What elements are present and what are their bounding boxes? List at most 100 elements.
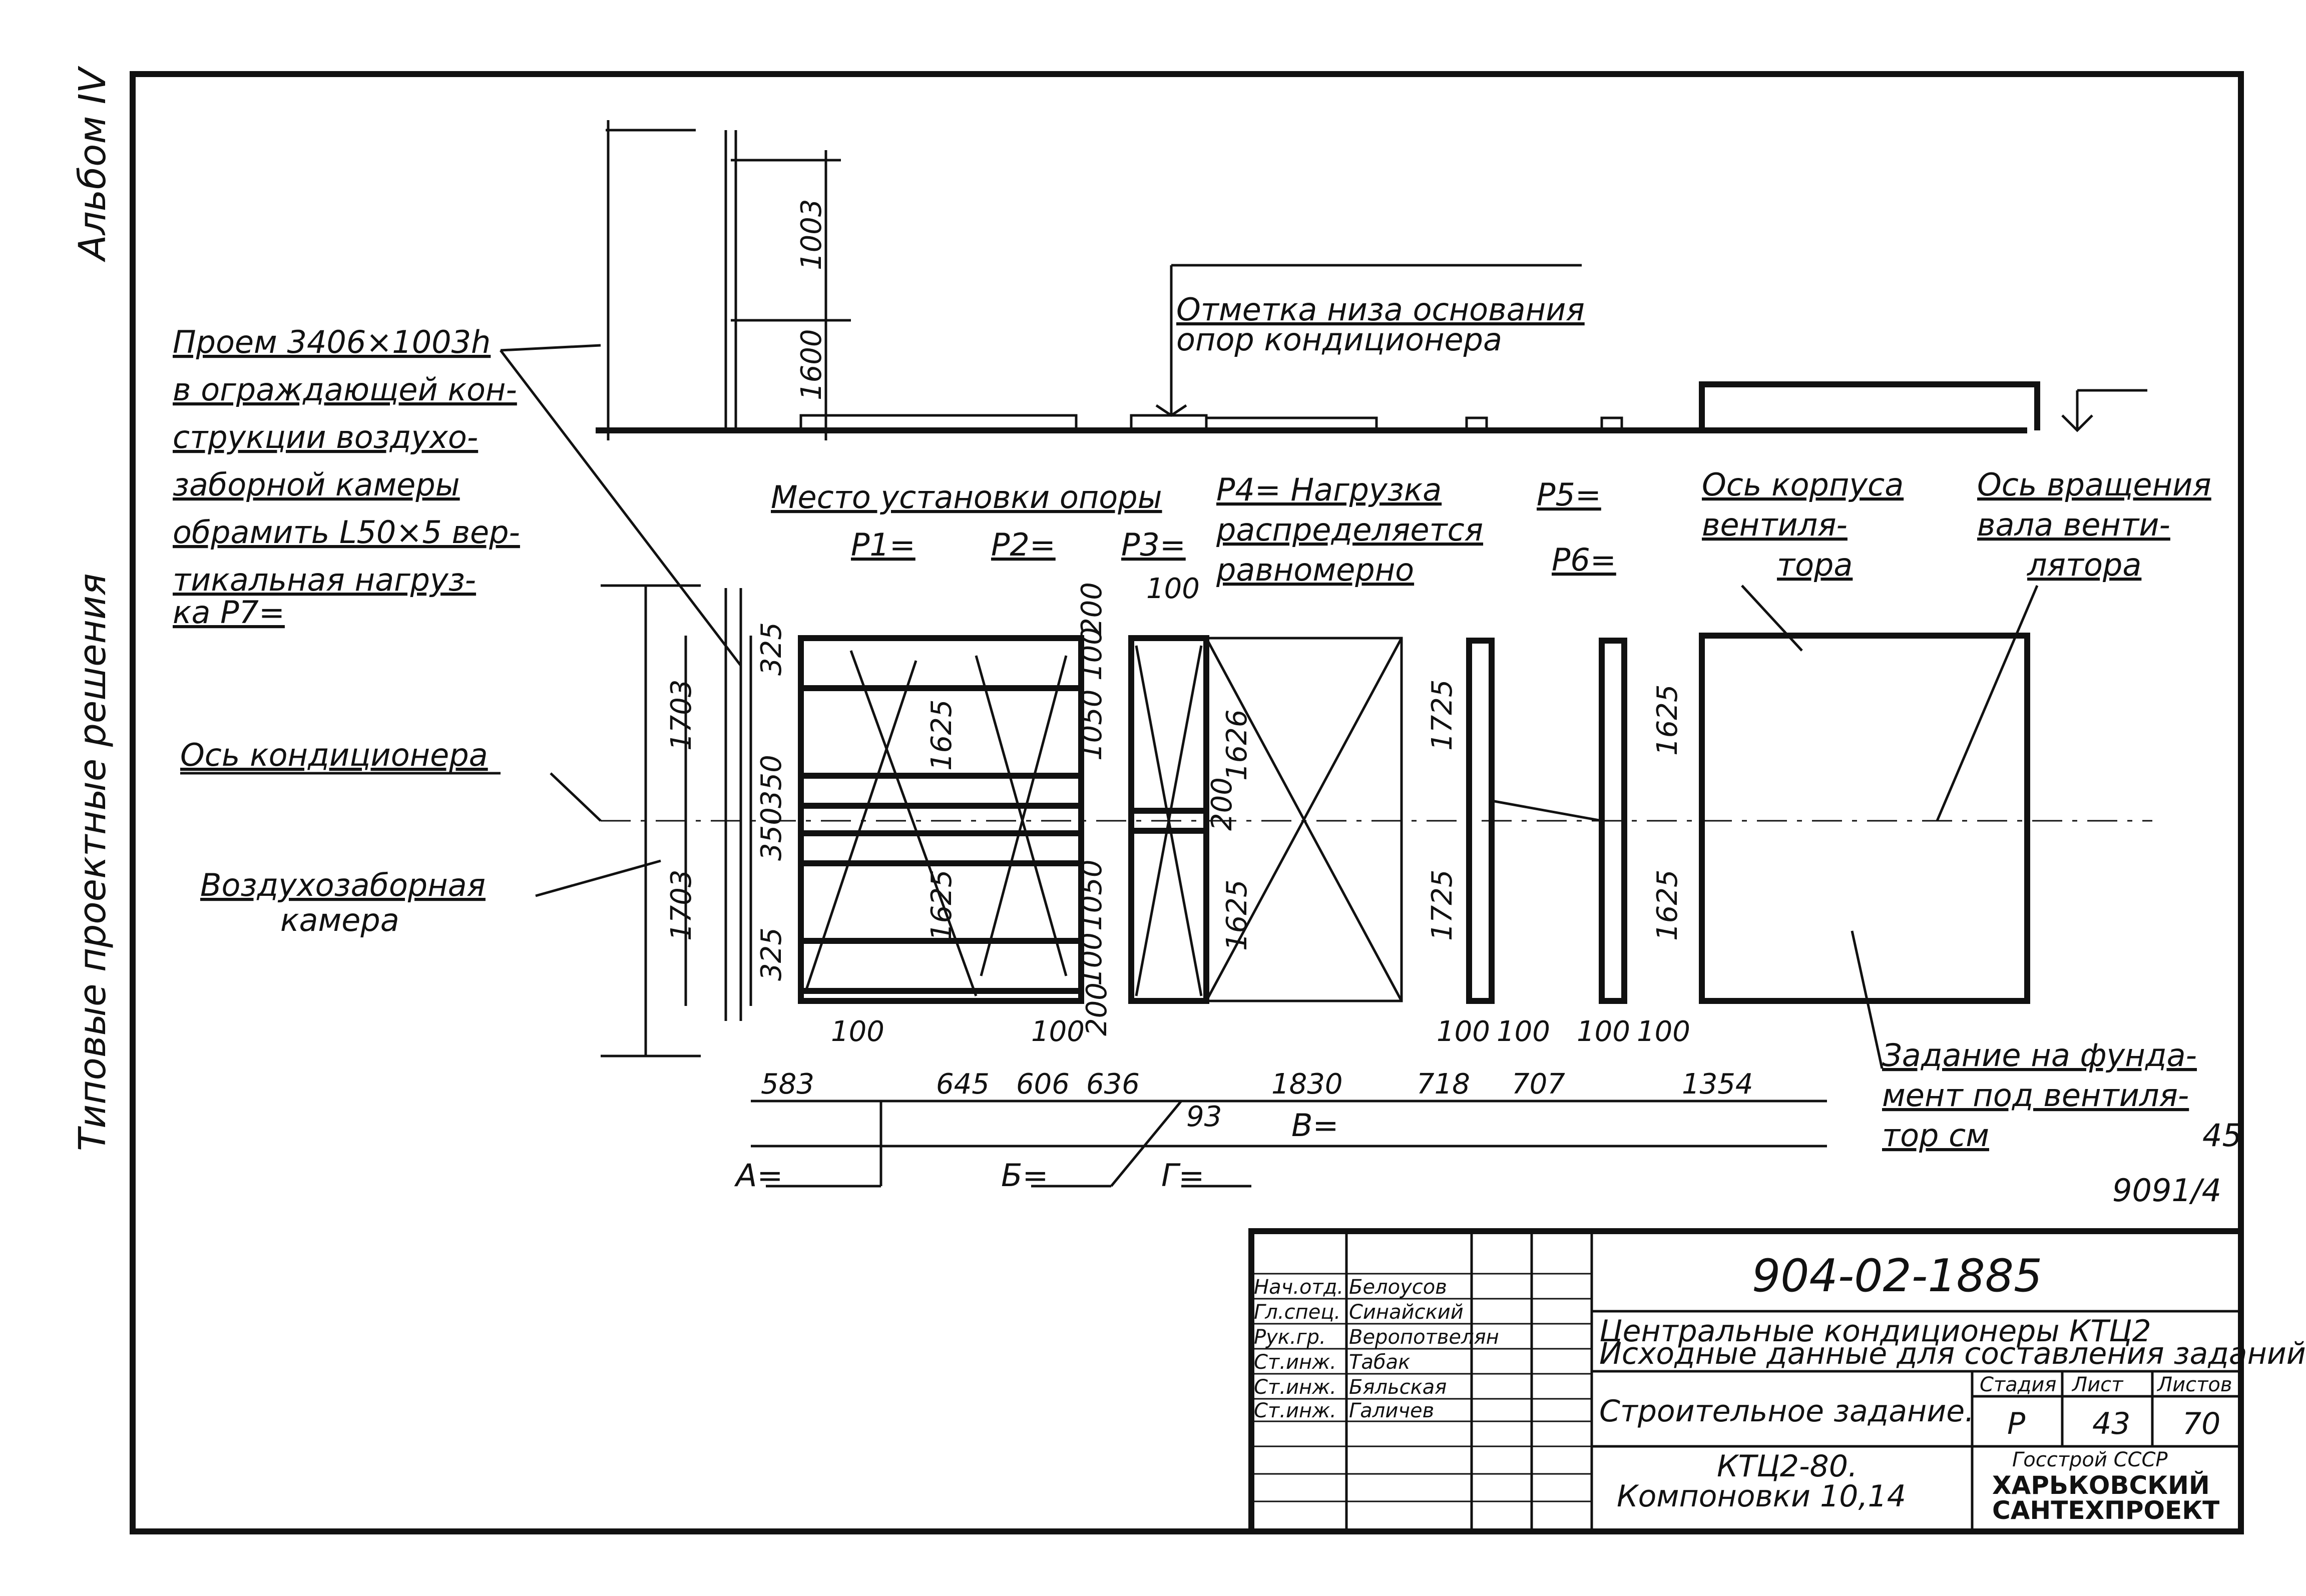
sub-title-2: Компоновки 10,14 [1617,1479,1906,1514]
svg-text:камера: камера [280,902,399,938]
role-4: Ст.инж. [1254,1376,1336,1399]
svg-text:100: 100 [1577,1015,1630,1048]
svg-text:1050: 1050 [1076,689,1108,761]
dim-718: 718 [1417,1068,1470,1101]
svg-text:200: 200 [1081,982,1113,1036]
svg-text:93: 93 [1186,1101,1222,1133]
opening-note-6: тикальная нагруз- [173,562,476,598]
svg-text:распределяется: распределяется [1216,511,1483,548]
album-label: Альбом IV [71,66,114,262]
dim-1830: 1830 [1271,1068,1343,1101]
org-3: САНТЕХПРОЕКТ [1992,1496,2219,1525]
svg-text:1625: 1625 [926,869,958,941]
svg-text:P5=: P5= [1537,476,1601,513]
opening-note-1: Проем 3406×1003h [173,324,491,360]
svg-text:1703: 1703 [665,679,698,751]
role-2: Рук.гр. [1254,1326,1326,1349]
title-line-2: Исходные данные для составления заданий [1599,1336,2306,1371]
svg-text:P6=: P6= [1552,542,1616,578]
svg-text:P4= Нагрузка: P4= Нагрузка [1216,471,1442,508]
plan-view: 1703 1703 325 350 350 325 1625 1625 1050… [601,573,2152,1057]
svg-text:Ось корпуса: Ось корпуса [1702,466,1904,503]
svg-text:тора: тора [1777,547,1853,583]
svg-text:P1=: P1= [851,526,915,563]
svg-text:1626: 1626 [1221,709,1253,781]
opening-note-7: ка P7= [173,594,285,631]
svg-text:P3=: P3= [1121,526,1186,563]
role-3: Ст.инж. [1254,1351,1336,1374]
role-1: Гл.спец. [1254,1301,1340,1324]
opening-note-3: струкции воздухо- [173,419,478,455]
svg-text:лятора: лятора [2027,547,2141,583]
svg-text:тор см: тор см [1882,1117,1989,1154]
name-5: Галичев [1349,1399,1434,1422]
name-0: Белоусов [1349,1276,1447,1299]
svg-text:Ось вращения: Ось вращения [1977,466,2211,503]
svg-text:350: 350 [755,755,788,808]
svg-text:1600: 1600 [795,329,828,400]
drawing-code: 904-02-1885 [1752,1250,2042,1302]
svg-text:100: 100 [1031,1015,1085,1048]
svg-text:100: 100 [1637,1015,1690,1048]
svg-text:Задание на фунда-: Задание на фунда- [1882,1037,2197,1074]
org-1: Госстрой СССР [2012,1448,2168,1471]
svg-text:P2=: P2= [991,526,1056,563]
svg-text:100: 100 [1146,573,1200,605]
svg-text:равномерно: равномерно [1216,552,1414,588]
svg-text:мент под вентиля-: мент под вентиля- [1882,1077,2189,1114]
dim-707: 707 [1512,1068,1565,1101]
svg-text:100: 100 [831,1015,884,1048]
dim-1354: 1354 [1682,1068,1753,1101]
sheets-value: 70 [2182,1406,2220,1441]
svg-text:вентиля-: вентиля- [1702,506,1848,543]
svg-text:Воздухозаборная: Воздухозаборная [200,867,486,903]
task-label: Строительное задание. [1599,1394,1974,1429]
frame-border [130,71,2244,1534]
svg-text:100: 100 [1497,1015,1550,1048]
svg-text:200: 200 [1076,582,1108,636]
series-label: Типовые проектные решения [71,573,114,1151]
stage-value: Р [2007,1406,2026,1441]
svg-text:350: 350 [755,807,788,861]
svg-text:Лист: Лист [2071,1373,2124,1396]
svg-text:1050: 1050 [1076,859,1108,931]
bottom-dimensions: 583 645 606 636 1830 718 707 1354 93 В= … [734,1068,1827,1194]
title-line-1: Центральные кондиционеры КТЦ2 [1599,1314,2151,1349]
svg-text:1625: 1625 [926,699,958,771]
title-block: Нач.отд. Белоусов Гл.спец. Синайский Рук… [1248,1228,2306,1534]
elevation-view: 1003 1600 [596,120,2147,440]
svg-text:325: 325 [755,622,788,676]
svg-text:1703: 1703 [665,869,698,941]
opening-note-5: обрамить L50×5 вер- [173,514,520,551]
sheet-value: 43 [2092,1406,2130,1441]
support-place: Место установки опоры [771,479,1162,515]
dim-606: 606 [1016,1068,1070,1101]
svg-text:1003: 1003 [795,199,828,270]
role-0: Нач.отд. [1254,1276,1343,1299]
svg-text:325: 325 [755,927,788,981]
name-2: Веропотвелян [1349,1326,1499,1349]
svg-text:1625: 1625 [1651,684,1684,756]
opening-note-4: заборной камеры [173,466,460,503]
svg-text:1625: 1625 [1221,879,1253,951]
svg-text:Ось кондиционера: Ось кондиционера [180,737,488,773]
svg-text:200: 200 [1206,777,1238,831]
svg-text:100: 100 [1076,627,1108,681]
dim-583: 583 [761,1068,814,1101]
svg-text:Б=: Б= [1001,1157,1048,1194]
base-mark-1: Отметка низа основания [1176,291,1585,328]
svg-text:Листов: Листов [2156,1373,2232,1396]
name-1: Синайский [1349,1301,1464,1324]
sub-title-1: КТЦ2-80. [1717,1449,1858,1484]
svg-text:1725: 1725 [1426,869,1459,941]
svg-text:100: 100 [1076,932,1108,986]
svg-text:В=: В= [1291,1107,1338,1144]
base-mark-2: опор кондиционера [1176,321,1502,358]
svg-text:9091/4: 9091/4 [2112,1172,2221,1209]
svg-text:вала венти-: вала венти- [1977,506,2170,543]
svg-text:А=: А= [734,1157,783,1194]
org-2: ХАРЬКОВСКИЙ [1992,1470,2210,1500]
svg-text:Г=: Г= [1161,1157,1205,1194]
dim-645: 645 [936,1068,990,1101]
